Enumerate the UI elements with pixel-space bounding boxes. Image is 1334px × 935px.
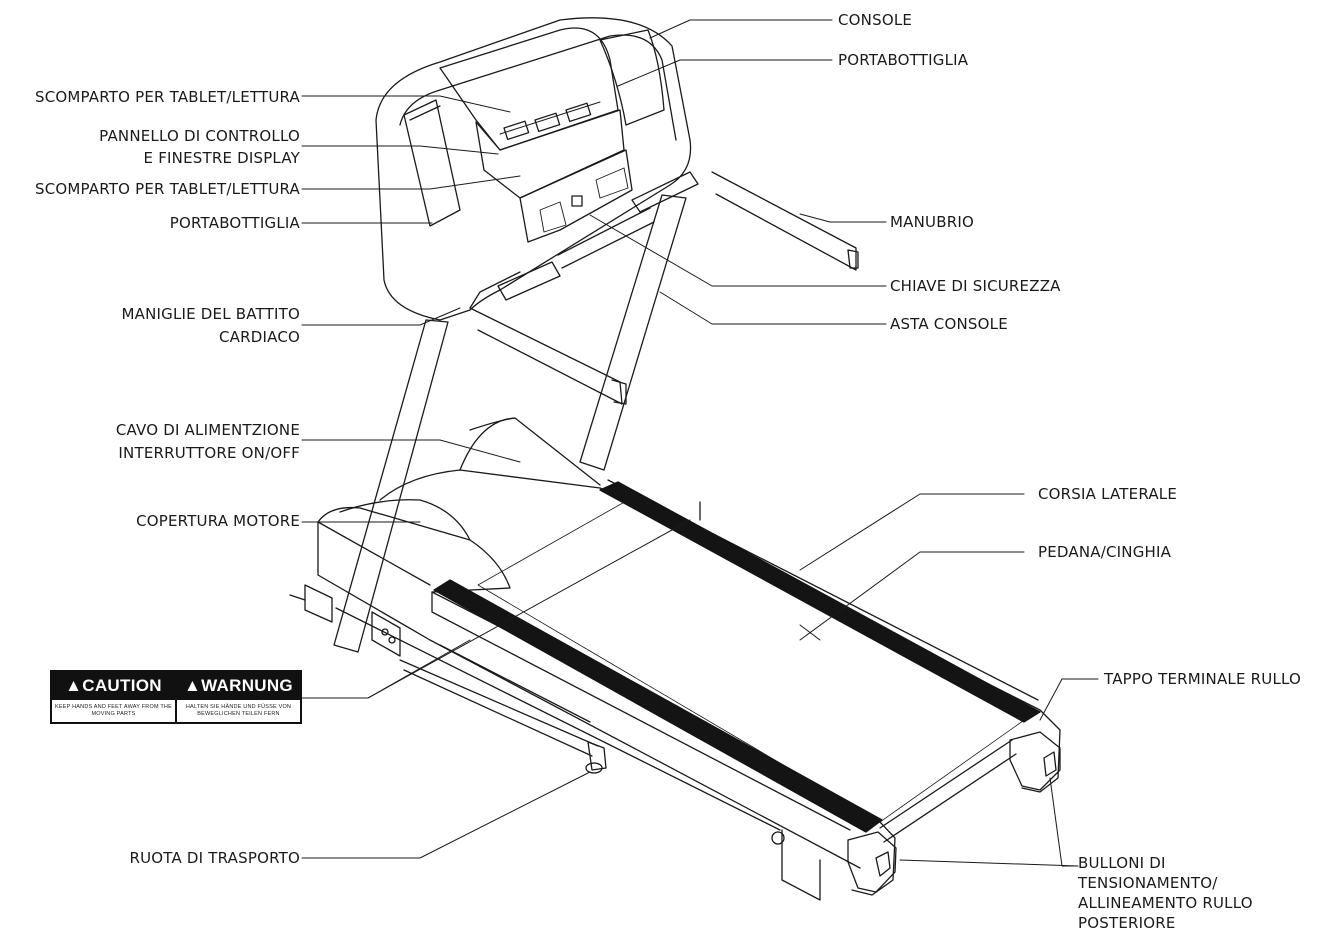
label-power-line2: INTERRUTTORE ON/OFF xyxy=(118,444,300,462)
label-console-mast: ASTA CONSOLE xyxy=(890,315,1008,333)
console xyxy=(375,17,692,321)
deck-frame xyxy=(289,417,1061,901)
label-side-rail: CORSIA LATERALE xyxy=(1038,485,1178,503)
transport-wheel-assembly xyxy=(399,659,607,774)
label-handlebar: MANUBRIO xyxy=(890,213,974,231)
warnung-text: HALTEN SIE HÄNDE UND FÜSSE VON BEWEGLICH… xyxy=(185,704,292,717)
label-tension-bolts-line3: ALLINEAMENTO RULLO xyxy=(1078,894,1253,912)
label-tension-bolts-line2: TENSIONAMENTO/ xyxy=(1078,874,1218,892)
label-control-panel-line1: PANNELLO DI CONTROLLO xyxy=(99,127,300,145)
label-bottle-holder-left: PORTABOTTIGLIA xyxy=(169,214,300,232)
label-pulse-grips-line2: CARDIACO xyxy=(218,328,300,346)
side-rail-strips xyxy=(433,481,1041,833)
warnung-title: ▲WARNUNG xyxy=(177,672,300,700)
label-tension-bolts-line1: BULLONI DI xyxy=(1078,854,1166,872)
label-power-line1: CAVO DI ALIMENTZIONE xyxy=(115,421,300,439)
label-transport-wheel: RUOTA DI TRASPORTO xyxy=(129,849,300,867)
handrails xyxy=(469,171,859,405)
caution-panel: ▲CAUTION KEEP HANDS AND FEET AWAY FROM T… xyxy=(52,672,177,722)
label-console: CONSOLE xyxy=(838,11,913,29)
caution-sign: ▲CAUTION KEEP HANDS AND FEET AWAY FROM T… xyxy=(50,670,302,724)
label-control-panel-line2: E FINESTRE DISPLAY xyxy=(143,149,300,167)
callout-lines xyxy=(301,19,1099,867)
caution-title: ▲CAUTION xyxy=(52,672,175,700)
caution-text: KEEP HANDS AND FEET AWAY FROM THE MOVING… xyxy=(55,704,172,717)
console-masts xyxy=(333,194,687,653)
label-deck-belt: PEDANA/CINGHIA xyxy=(1038,543,1172,561)
label-tablet-tray-bottom: SCOMPARTO PER TABLET/LETTURA xyxy=(34,180,300,198)
warnung-panel: ▲WARNUNG HALTEN SIE HÄNDE UND FÜSSE VON … xyxy=(177,672,300,722)
label-motor-cover: COPERTURA MOTORE xyxy=(136,512,300,530)
label-safety-key: CHIAVE DI SICUREZZA xyxy=(890,277,1061,295)
label-tension-bolts-line4: POSTERIORE xyxy=(1078,914,1176,932)
label-roller-end-cap: TAPPO TERMINALE RULLO xyxy=(1104,670,1302,688)
label-bottle-holder-top: PORTABOTTIGLIA xyxy=(838,51,969,69)
label-tablet-tray-top: SCOMPARTO PER TABLET/LETTURA xyxy=(34,88,300,106)
label-pulse-grips-line1: MANIGLIE DEL BATTITO xyxy=(121,305,300,323)
